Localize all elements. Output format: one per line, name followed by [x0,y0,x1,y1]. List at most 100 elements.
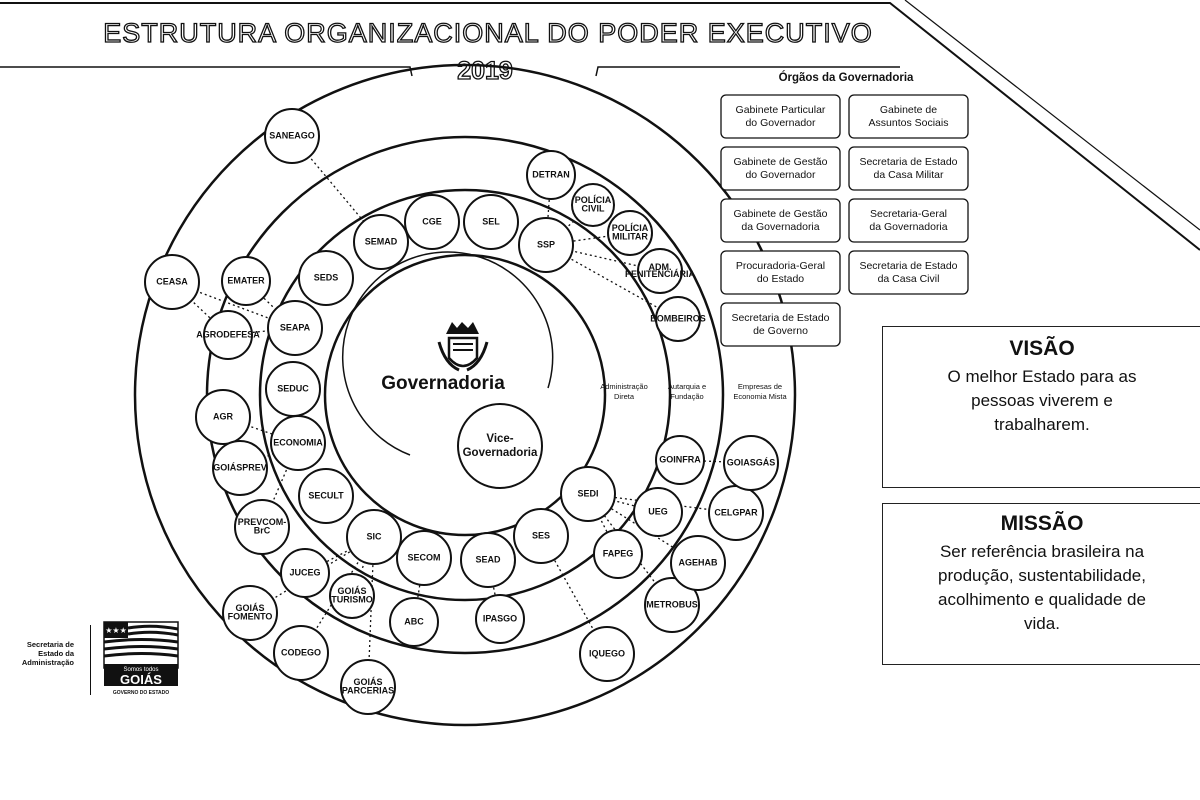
orgao-box [720,146,841,191]
node-circle-sead [460,532,516,588]
secretaria-line-1: Secretaria de [26,640,74,649]
node-label-pm: POLÍCIA [612,223,649,233]
node-celgpar: CELGPAR [708,485,764,541]
node-label-seduc: SEDUC [277,383,309,393]
header-frame-line [0,2,1200,251]
node-circle-sic [346,509,402,565]
node-label-sead: SEAD [475,554,501,564]
node-label-goiasparcerias: GOIÁS [353,677,382,687]
node-ipasgo: IPASGO [475,594,525,644]
node-circle-semad [353,214,409,270]
node-label-juceg: JUCEG [289,567,320,577]
orgao-label: Gabinete de [880,104,937,116]
visao-line-3: trabalharem. [994,415,1090,434]
node-label-ses: SES [532,530,550,540]
secretaria-label: Secretaria de Estado da Administração [10,640,74,667]
goias-flag-logo: ★★★ Somos todos GOIÁS GOVERNO DO ESTADO [103,621,179,696]
node-label-ueg: UEG [648,506,668,516]
node-ueg: UEG [633,487,683,537]
node-circle-metrobus [644,577,700,633]
orgao-label: Secretaria de Estado [859,260,957,272]
node-label-detran: DETRAN [532,169,570,179]
node-label-seapa: SEAPA [280,322,311,332]
label-autarquia-2: Fundação [670,392,703,401]
orgaos-title: Órgãos da Governadoria [779,71,914,84]
governadoria-label: Governadoria [381,373,505,394]
node-circle-goiasturismo [329,573,375,619]
node-circle-bombeiros [655,296,701,342]
node-circle-secult [298,468,354,524]
node-goiasgas: GOIASGÁS [723,435,779,491]
node-agr: AGR [195,389,251,445]
node-circle-ceasa [144,254,200,310]
node-circle-ses [513,508,569,564]
node-secom: SECOM [396,530,452,586]
node-circle-seapa [267,300,323,356]
orgao-label: da Governadoria [869,221,947,233]
orgao-label: Secretaria de Estado [731,312,829,324]
node-circle-prevcom [234,499,290,555]
node-circle-fapeg [593,529,643,579]
orgao-box [720,250,841,295]
orgao-label: Procuradoria-Geral [736,260,825,272]
brand-sub: GOVERNO DO ESTADO [113,690,169,696]
node-label-metrobus: METROBUS [646,599,698,609]
orgao-box [720,302,841,347]
node-label-goiasturismo: GOIÁS [337,586,366,596]
node-circle-sedi [560,466,616,522]
node-circle-detran [526,150,576,200]
node-goinfra: GOINFRA [655,435,705,485]
node-label-pm: MILITAR [612,232,648,242]
orgao-label: Gabinete de Gestão [734,156,828,168]
node-ses: SES [513,508,569,564]
orgao-label: Secretaria-Geral [870,208,947,220]
label-empresas-1: Empresas de [738,382,782,391]
node-circle-goiasprev [212,440,268,496]
node-label-goinfra: GOINFRA [659,454,701,464]
node-codego: CODEGO [273,625,329,681]
node-label-goiasparcerias: PARCERIAS [342,686,394,696]
orgao-box [848,146,969,191]
node-label-prevcom: BrC [254,526,271,536]
node-circle-ueg [633,487,683,537]
node-label-pc: POLÍCIA [575,195,612,205]
brand-big: GOIÁS [120,672,162,687]
node-label-sedi: SEDI [577,488,598,498]
node-circle-agrodefesa [203,310,253,360]
orgao-label: da Casa Militar [873,169,944,181]
missao-line-2: produção, sustentabilidade, [938,566,1146,585]
ring-core [323,253,607,537]
node-label-fapeg: FAPEG [603,548,634,558]
node-agehab: AGEHAB [670,535,726,591]
node-label-secom: SECOM [407,552,440,562]
node-circle-ssp [518,217,574,273]
node-circle-codego [273,625,329,681]
visao-line-2: pessoas viverem e [971,391,1113,410]
node-economia: ECONOMIA [270,415,326,471]
node-detran: DETRAN [526,150,576,200]
visao-heading: VISÃO [1009,337,1075,360]
node-label-agrodefesa: AGRODEFESA [196,329,260,339]
node-label-sic: SIC [366,531,382,541]
orgao-label: Assuntos Sociais [869,117,949,129]
header-left-rule [0,66,413,77]
node-label-bombeiros: BOMBEIROS [650,313,706,323]
node-label-goiasgas: GOIASGÁS [727,457,776,467]
node-label-dgap: ADM. [649,262,672,272]
node-metrobus: METROBUS [644,577,700,633]
node-circle-sel [463,194,519,250]
node-sic: SIC [346,509,402,565]
node-label-codego: CODEGO [281,647,321,657]
orgao-box [848,250,969,295]
orgao-label: Secretaria de Estado [859,156,957,168]
node-label-sel: SEL [482,216,500,226]
header-right-rule [595,66,900,77]
node-circle-cge [404,194,460,250]
